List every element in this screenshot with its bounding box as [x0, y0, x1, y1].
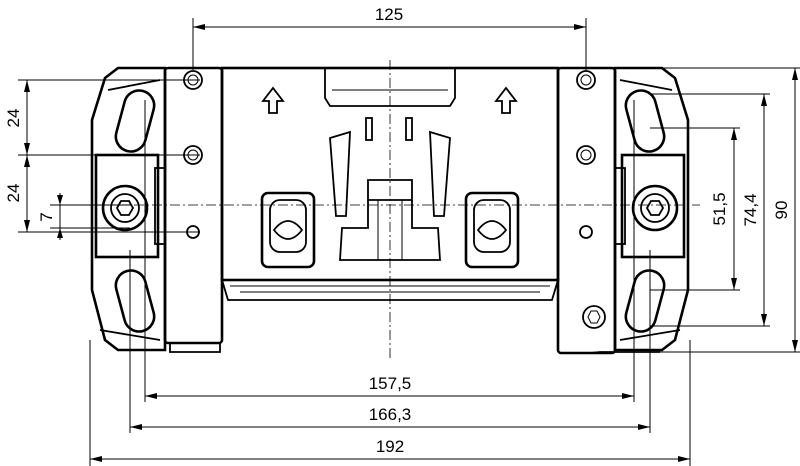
dim-left-middle: 24 [4, 184, 23, 203]
dimension-lines [18, 18, 800, 466]
up-arrow-left-icon [261, 86, 285, 114]
center-lines [80, 60, 700, 360]
dim-left-small: 7 [37, 212, 56, 221]
dim-left-upper: 24 [4, 109, 23, 128]
dim-bottom-outer: 192 [376, 437, 404, 456]
dim-right-middle: 74,4 [741, 193, 760, 226]
left-mounting-side [90, 66, 224, 353]
dimension-labels: 125 24 24 7 51,5 74,4 90 157,5 166,3 192 [4, 5, 791, 456]
dim-top-width: 125 [375, 5, 403, 24]
dim-bottom-inner: 157,5 [369, 374, 412, 393]
dim-right-inner: 51,5 [710, 192, 729, 225]
up-arrow-right-icon [494, 86, 518, 114]
dim-bottom-middle: 166,3 [369, 405, 412, 424]
dim-right-outer: 90 [772, 201, 791, 220]
right-mounting-side [556, 66, 690, 355]
